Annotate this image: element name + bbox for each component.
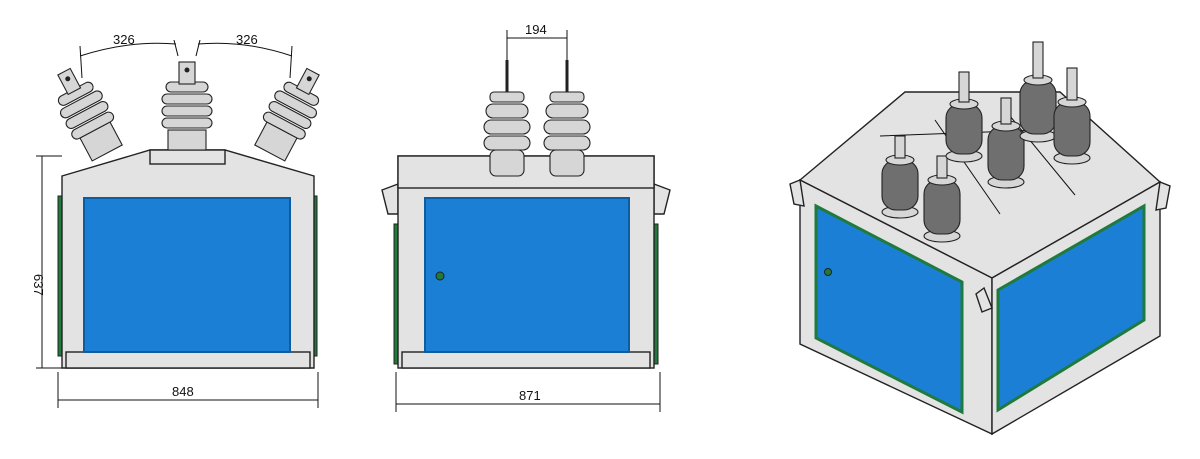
iso-left-ear: [789, 179, 805, 207]
side-width-label: 871: [519, 388, 541, 403]
side-right-bushing: [543, 60, 591, 177]
iso-door-knob: [824, 268, 832, 276]
side-width-dimension: 871: [395, 372, 661, 412]
front-top-plate: [149, 149, 226, 165]
front-right-spacing-label: 326: [236, 32, 258, 47]
side-left-ear: [381, 182, 399, 215]
front-left-spacing-label: 326: [113, 32, 135, 47]
iso-bushing-5: [1019, 41, 1057, 143]
side-view: 194 871: [381, 22, 671, 412]
front-top-dimension: 326 326: [79, 32, 293, 79]
front-left-bushing: [57, 67, 123, 162]
side-top-band: [397, 155, 655, 189]
front-blue-panel: [83, 197, 291, 353]
iso-right-blue-panel: [996, 203, 1146, 413]
side-top-dimension: 194: [506, 22, 568, 60]
side-base: [401, 351, 651, 369]
front-width-dimension: 848: [57, 372, 319, 408]
front-height-label: 637: [31, 274, 46, 296]
side-blue-panel: [424, 197, 630, 353]
iso-bushing-4: [987, 97, 1025, 189]
front-view: 326 326 637 848: [31, 32, 320, 408]
side-door-knob: [435, 271, 445, 281]
front-width-label: 848: [172, 384, 194, 399]
side-right-ear: [653, 182, 671, 215]
front-height-dimension: 637: [31, 155, 62, 369]
iso-left-blue-panel: [814, 203, 964, 415]
side-left-bushing: [483, 60, 531, 177]
iso-mid-ear: [975, 286, 993, 313]
iso-bushing-6: [1053, 67, 1091, 165]
isometric-view: [789, 41, 1171, 436]
iso-bushing-2: [923, 155, 961, 243]
side-spacing-label: 194: [525, 22, 547, 37]
iso-right-ear: [1155, 181, 1171, 211]
iso-bushing-1: [881, 135, 919, 219]
iso-bushing-3: [945, 71, 983, 163]
front-center-bushing: [161, 61, 213, 151]
front-right-bushing: [254, 67, 320, 162]
front-base: [65, 351, 311, 369]
